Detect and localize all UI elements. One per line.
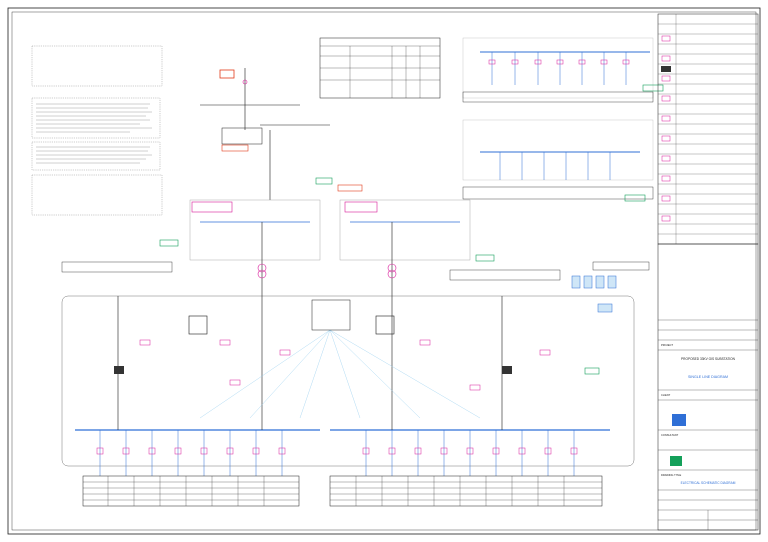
auxiliary-busbar-lower (462, 119, 654, 202)
summary-table (319, 37, 441, 99)
title-line-1: PROPOSED 33KV GIS SUBSTATION (681, 357, 736, 361)
auxiliary-busbar-upper (462, 37, 664, 103)
notes-panel (31, 45, 163, 216)
client-label: CLIENT (661, 393, 671, 397)
feeder-schedule-left (82, 475, 300, 507)
title-line-2: SINGLE LINE DIAGRAM (688, 375, 728, 379)
logo-icon (672, 414, 686, 426)
feeder-schedule-right (329, 475, 603, 507)
transformer-bay-left (159, 199, 321, 290)
incoming-feeder (200, 68, 333, 200)
title-block: PROPOSED 33KV GIS SUBSTATION SINGLE LINE… (657, 243, 759, 531)
battery-bank (571, 261, 650, 313)
consultant-label: CONSULTANT (661, 433, 679, 437)
transformer-bay-right (337, 184, 495, 290)
sheet-title: ELECTRICAL SCHEMATIC DIAGRAM (681, 481, 736, 485)
main-switchboard (61, 290, 635, 476)
drawing-title-label: DRAWING TITLE (661, 473, 681, 477)
legend-panel (657, 13, 759, 245)
project-label: PROJECT (661, 343, 674, 347)
